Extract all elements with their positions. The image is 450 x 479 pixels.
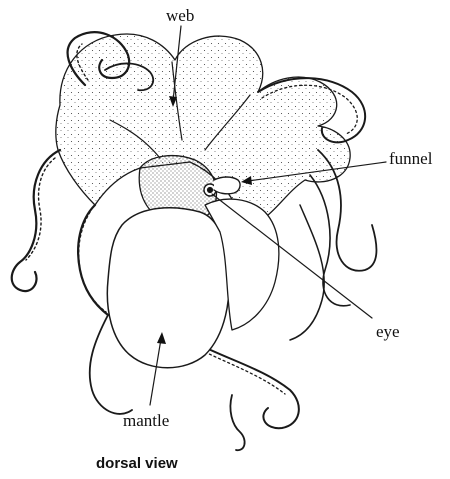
mantle-label: mantle (123, 412, 169, 429)
web-label: web (166, 7, 194, 24)
eye-label: eye (376, 323, 400, 340)
funnel-tube (214, 177, 240, 194)
arm-left-2-suckers (79, 212, 106, 312)
eye-pupil (208, 188, 213, 193)
arm-lower-center-suckers (205, 352, 285, 394)
mantle-body (107, 208, 229, 368)
arm-left-1 (12, 150, 60, 291)
funnel-label: funnel (389, 150, 432, 167)
arm-lower-center (200, 345, 299, 428)
figure-caption: dorsal view (96, 456, 178, 471)
arm-right-trailing-2 (310, 175, 350, 306)
arm-left-1-suckers (26, 158, 55, 260)
arm-right-trailing-3 (290, 205, 324, 340)
arm-lower-right-tail (230, 395, 244, 450)
